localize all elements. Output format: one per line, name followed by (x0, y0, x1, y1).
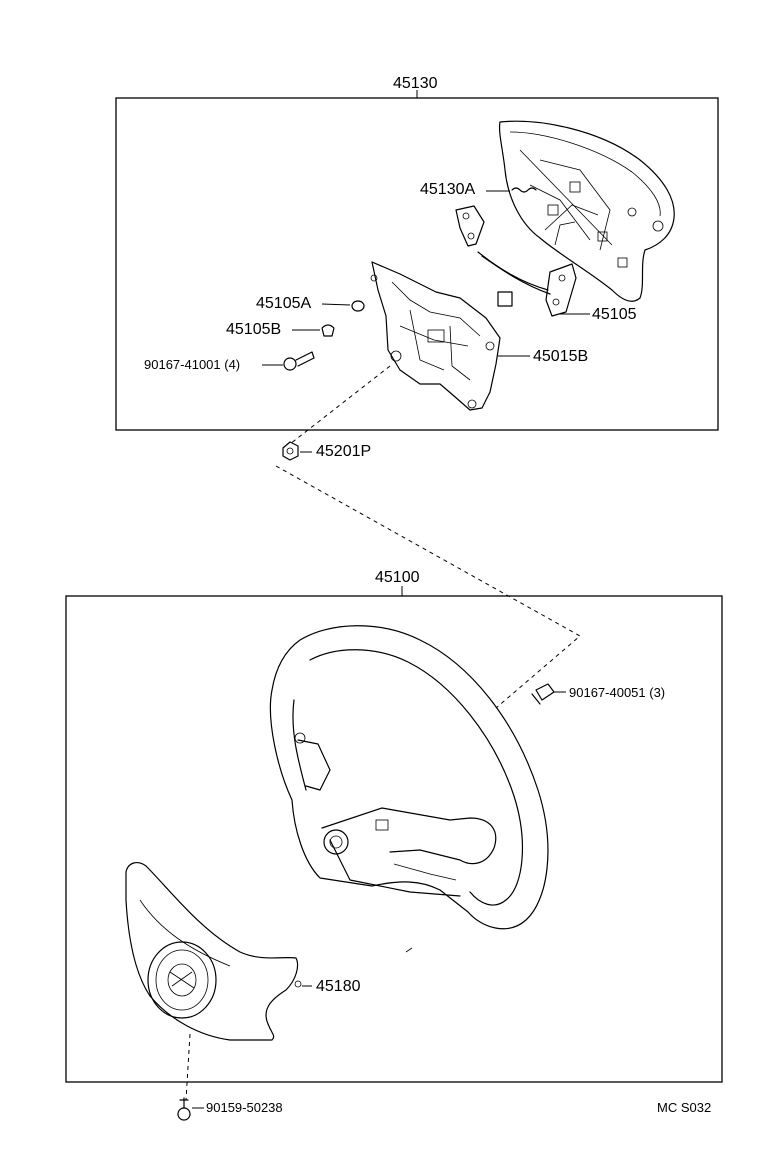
label-45180: 45180 (316, 978, 361, 995)
assembly-45100-box (65, 586, 723, 1083)
label-45201P: 45201P (316, 443, 372, 460)
screw-90167-41001 (262, 351, 315, 371)
steering-wheel-45100 (269, 625, 549, 930)
bracket-45015B (370, 261, 530, 411)
label-45100: 45100 (375, 569, 420, 586)
label-45105B: 45105B (226, 321, 282, 338)
label-90167-40051: 90167-40051 (3) (569, 685, 666, 700)
harness-45105 (455, 205, 590, 317)
spring-45130A (486, 187, 537, 193)
screw-90159-50238 (177, 1097, 204, 1121)
assembly-45130-box (115, 90, 719, 431)
horn-pad-45180 (125, 862, 312, 1041)
label-45105: 45105 (592, 306, 637, 323)
label-45130: 45130 (393, 75, 438, 92)
label-90167-41001: 90167-41001 (4) (144, 357, 241, 372)
dashed-link-upper (289, 365, 391, 445)
nut-45105A (321, 300, 365, 312)
label-45130A: 45130A (420, 181, 476, 198)
nut-45201P (282, 441, 312, 461)
label-45015B: 45015B (533, 348, 589, 365)
label-90159-50238: 90159-50238 (206, 1100, 283, 1115)
dashed-link-lower (185, 1033, 191, 1101)
clip-45105B (292, 324, 335, 337)
pad-cover-45130 (498, 120, 675, 302)
screw-90167-40051 (531, 683, 566, 705)
label-45105A: 45105A (256, 295, 312, 312)
stray-mark (405, 947, 413, 953)
dashed-link-middle (275, 465, 581, 709)
drawing-code: MC S032 (657, 1100, 712, 1115)
